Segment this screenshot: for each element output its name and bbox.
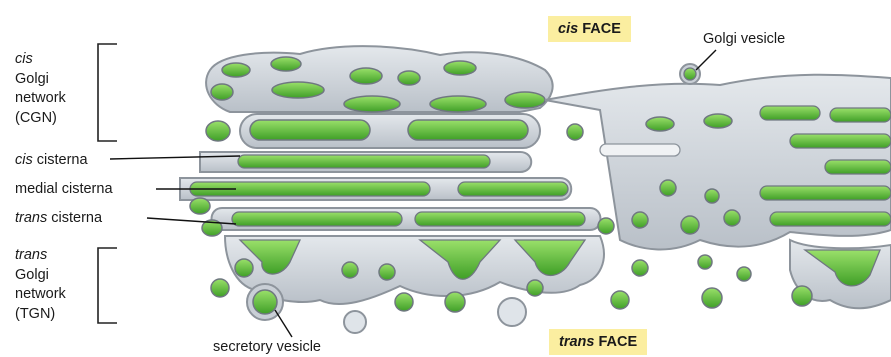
secretory-vesicle-leader: [275, 310, 292, 337]
trans-face-qualifier: trans: [559, 334, 594, 350]
cgn-line-2: network: [15, 89, 66, 109]
cgn-bracket: [98, 44, 117, 141]
tgn-qualifier: trans: [15, 246, 66, 266]
medial-cisterna-label: medial cisterna: [15, 180, 113, 199]
cis-cisterna-label: cis cisterna: [15, 151, 88, 170]
golgi-vesicle-leader: [696, 50, 716, 70]
cgn-line-1: Golgi: [15, 70, 66, 90]
tgn-bracket: [98, 248, 117, 323]
trans-cisterna-word: cisterna: [51, 210, 102, 226]
golgi-vesicle: [680, 64, 700, 84]
cis-face-label: cis FACE: [548, 16, 631, 42]
trans-golgi-network: [211, 236, 604, 333]
tgn-line-2: network: [15, 285, 66, 305]
cis-golgi-network: [206, 46, 553, 148]
cgn-line-3: (CGN): [15, 109, 66, 129]
golgi-vesicle-label: Golgi vesicle: [703, 30, 785, 49]
cis-cisterna-word: cisterna: [37, 152, 88, 168]
trans-cisterna-label: trans cisterna: [15, 209, 102, 228]
cgn-label: cis Golgi network (CGN): [15, 50, 66, 128]
trans-face-word: FACE: [599, 334, 638, 350]
cis-face-word: FACE: [582, 21, 621, 37]
cisternae-stack: [180, 152, 601, 236]
tgn-label: trans Golgi network (TGN): [15, 246, 66, 324]
tgn-line-1: Golgi: [15, 266, 66, 286]
tgn-line-3: (TGN): [15, 305, 66, 325]
cis-cisterna-qualifier: cis: [15, 152, 33, 168]
cgn-qualifier: cis: [15, 50, 66, 70]
cis-face-qualifier: cis: [558, 21, 578, 37]
secretory-vesicle-label: secretory vesicle: [213, 338, 321, 357]
trans-cisterna-qualifier: trans: [15, 210, 47, 226]
trans-face-label: trans FACE: [549, 329, 647, 355]
